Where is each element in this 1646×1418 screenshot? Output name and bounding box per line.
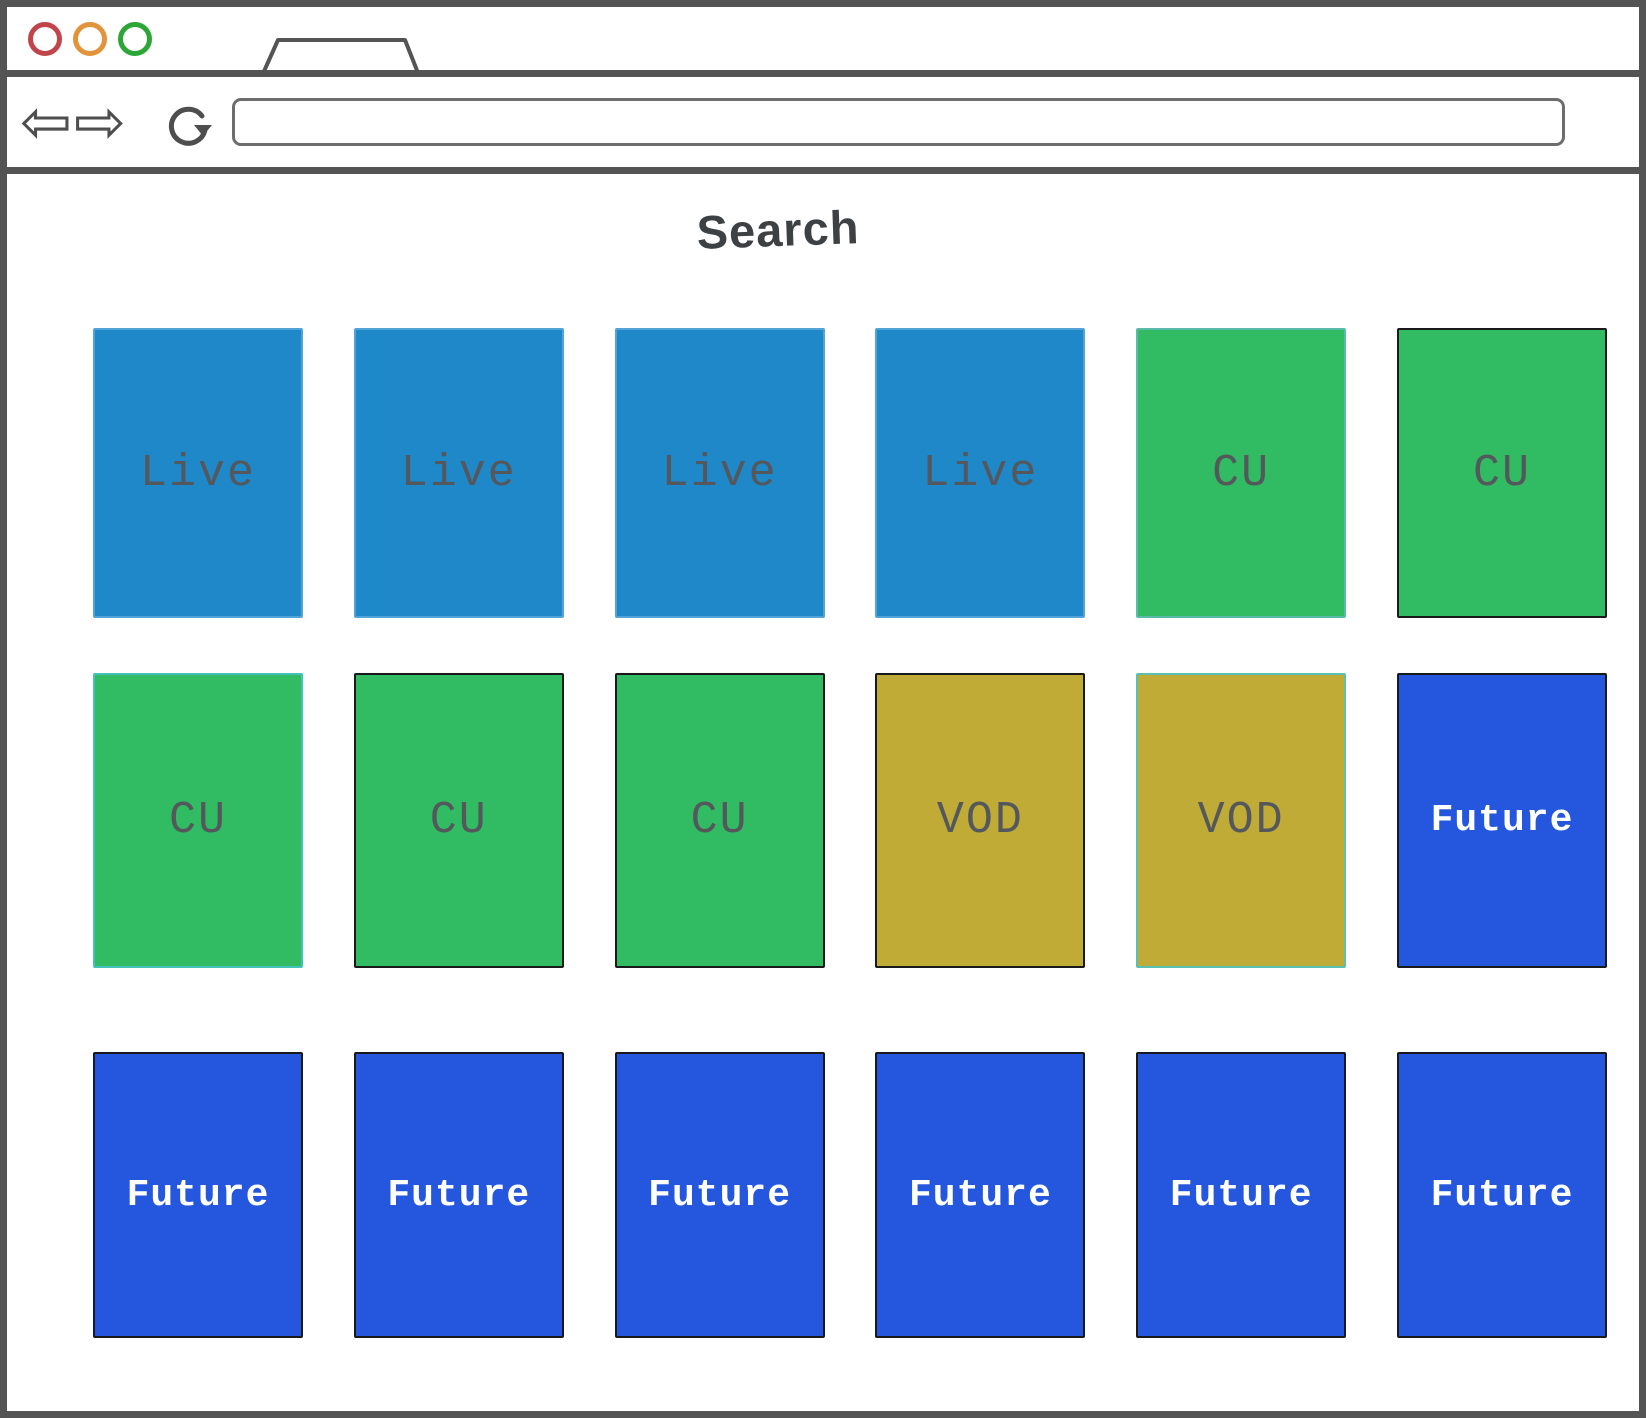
card-cu[interactable]: CU [93,673,303,968]
card-future[interactable]: Future [875,1052,1086,1338]
card-vod[interactable]: VOD [875,673,1086,968]
back-button[interactable]: ⇦ [20,91,72,153]
card-live[interactable]: Live [614,328,825,618]
card-cu[interactable]: CU [353,673,564,968]
card-live[interactable]: Live [875,328,1086,618]
close-button[interactable] [28,21,62,56]
card-vod[interactable]: VOD [1136,673,1347,968]
card-cu[interactable]: CU [1136,328,1347,618]
page-title: Search [695,200,861,259]
zoom-button[interactable] [118,21,152,56]
card-future[interactable]: Future [353,1052,564,1338]
browser-toolbar: ⇦ ⇨ [7,77,1639,174]
card-future[interactable]: Future [93,1052,303,1338]
forward-icon: ⇨ [73,85,126,158]
card-live[interactable]: Live [93,328,303,618]
forward-button[interactable]: ⇨ [74,91,126,153]
window-controls [28,21,152,56]
minimize-button[interactable] [73,21,107,56]
back-icon: ⇦ [20,85,72,158]
reload-button[interactable] [162,92,214,152]
card-cu[interactable]: CU [1396,328,1607,618]
card-cu[interactable]: CU [614,673,825,968]
reload-icon [168,106,212,146]
card-future[interactable]: Future [1396,1052,1607,1338]
card-future[interactable]: Future [1396,673,1607,968]
card-future[interactable]: Future [614,1052,825,1338]
card-live[interactable]: Live [353,328,564,618]
url-input[interactable] [231,98,1565,146]
browser-titlebar [7,7,1639,77]
card-future[interactable]: Future [1136,1052,1347,1338]
